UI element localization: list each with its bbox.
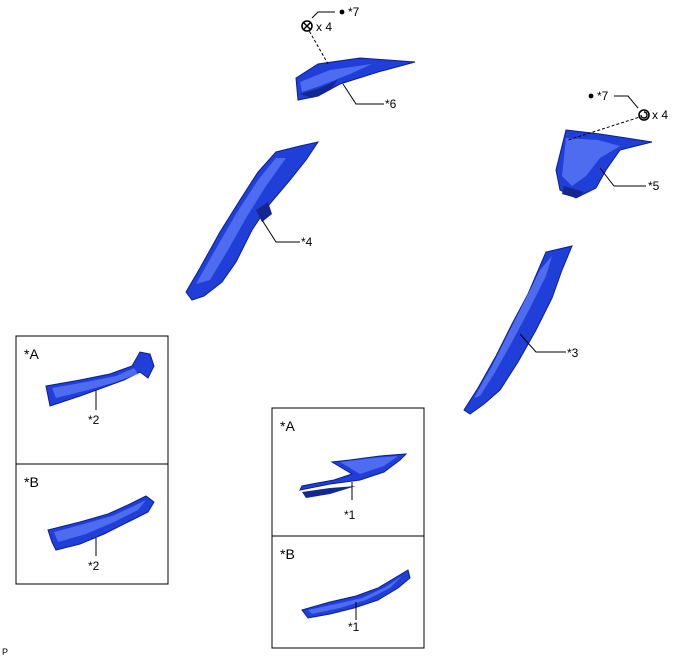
callout-1-a: *1 xyxy=(344,508,356,522)
part-2-variant-b xyxy=(47,495,155,551)
part-6-quarter-trim-upper xyxy=(295,57,416,101)
callout-7-right: *7 xyxy=(597,89,609,103)
clip-dash-right xyxy=(567,115,644,141)
detail-frame-right xyxy=(271,407,425,649)
part-5-quarter-trim-rear xyxy=(555,129,653,199)
dot-7-right xyxy=(588,93,594,99)
leader-7-left xyxy=(311,11,335,19)
view-label-left-a: *A xyxy=(24,346,39,362)
part-1-variant-a xyxy=(299,453,408,498)
leader-4 xyxy=(261,219,300,243)
callout-2-b: *2 xyxy=(88,559,100,573)
view-label-right-b: *B xyxy=(280,546,295,562)
callout-7-left: *7 xyxy=(348,5,360,19)
qty-left: x 4 xyxy=(316,20,332,34)
part-4-center-pillar-upper xyxy=(185,141,320,301)
clip-dash-left xyxy=(306,26,329,65)
clip-icon-left xyxy=(301,20,313,32)
part-3-center-pillar-lower xyxy=(463,245,573,415)
clip-icon-right xyxy=(638,109,650,121)
callout-3: *3 xyxy=(567,346,579,360)
leader-5 xyxy=(599,167,646,187)
qty-right: x 4 xyxy=(652,108,668,122)
callout-1-b: *1 xyxy=(348,620,360,634)
callout-4: *4 xyxy=(301,235,313,249)
corner-mark: P xyxy=(2,647,8,657)
callout-2-a: *2 xyxy=(88,413,100,427)
dot-7-left xyxy=(339,9,345,15)
leader-6 xyxy=(342,83,384,105)
leader-3 xyxy=(519,333,566,353)
callout-6: *6 xyxy=(385,97,397,111)
leader-7-right xyxy=(614,95,639,109)
part-1-variant-b xyxy=(301,569,411,619)
callout-5: *5 xyxy=(648,179,660,193)
part-2-variant-a xyxy=(45,351,155,407)
view-label-right-a: *A xyxy=(280,418,295,434)
view-label-left-b: *B xyxy=(24,474,39,490)
